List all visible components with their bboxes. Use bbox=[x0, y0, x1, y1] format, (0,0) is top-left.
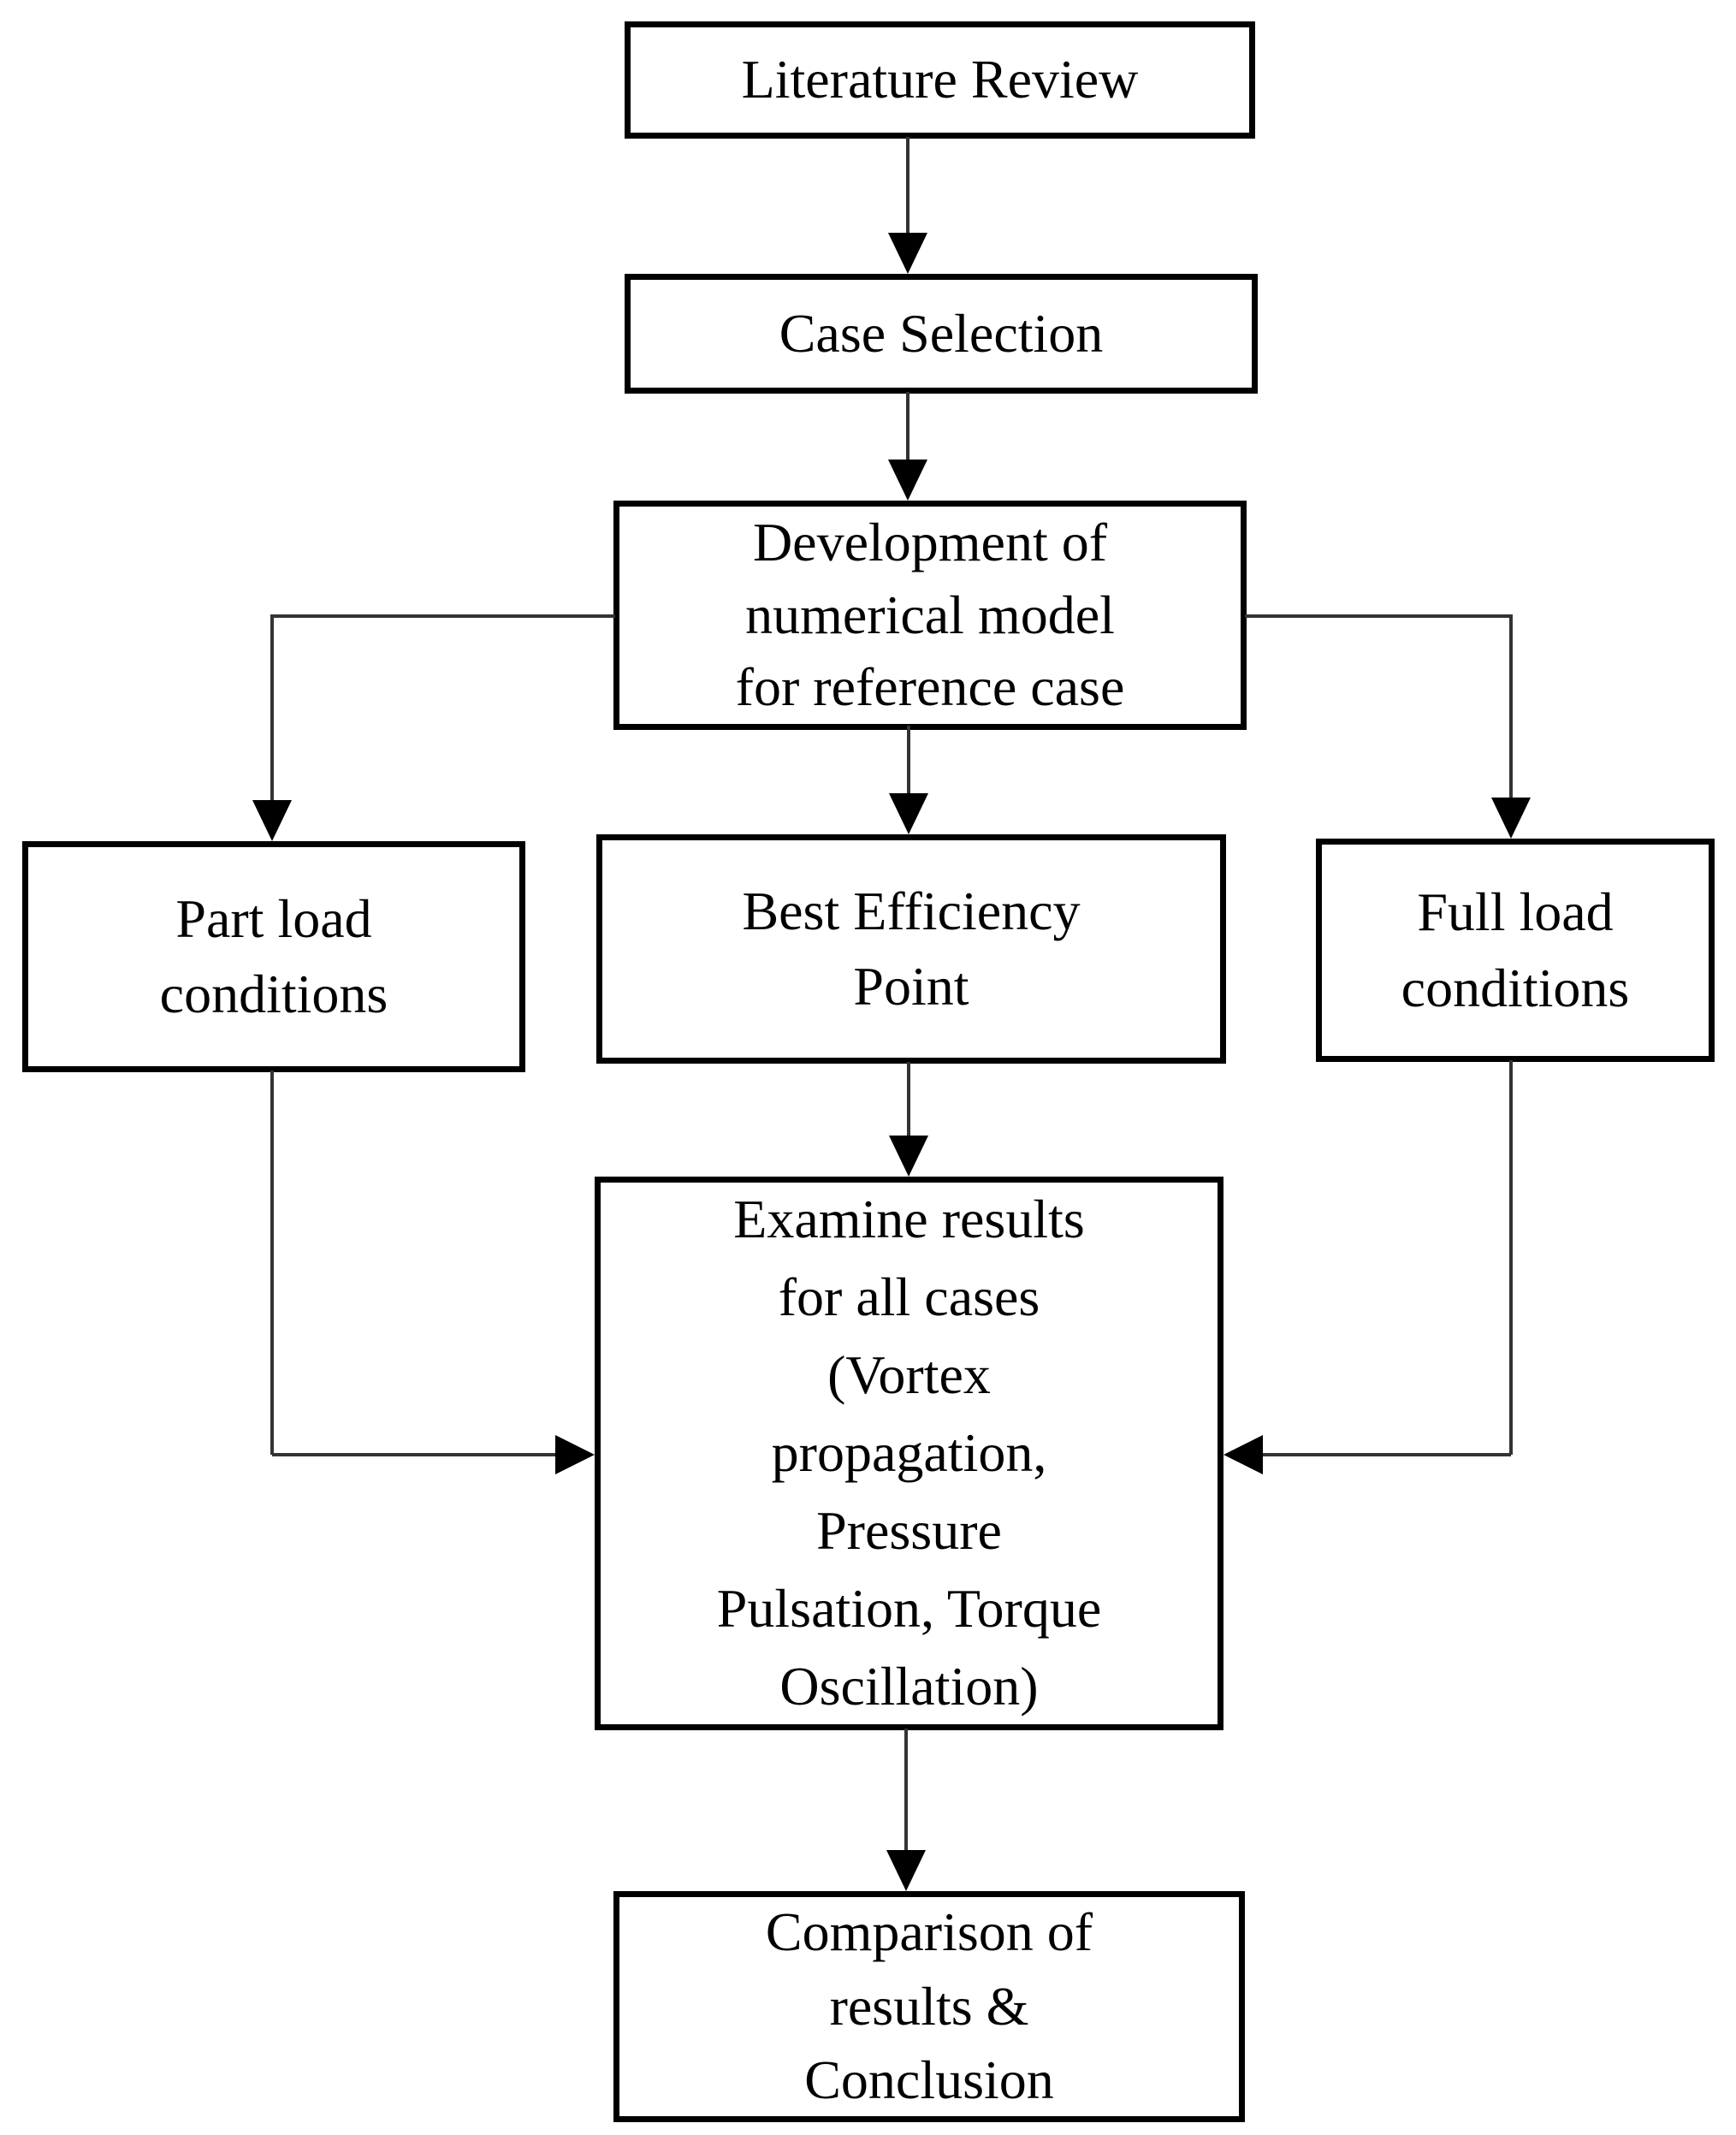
node-development-numerical-model: Development of numerical model for refer… bbox=[613, 501, 1247, 730]
arrowhead-right-icon bbox=[555, 1435, 595, 1474]
connector-bep-to-examine bbox=[907, 1062, 910, 1137]
arrowhead-down-icon bbox=[1491, 798, 1531, 839]
connector-fullload-to-examine-vertical bbox=[1509, 1060, 1513, 1455]
connector-fullload-to-examine-horizontal bbox=[1261, 1453, 1511, 1456]
arrowhead-left-icon bbox=[1223, 1435, 1263, 1474]
connector-development-to-partload-vertical bbox=[270, 614, 274, 802]
arrowhead-down-icon bbox=[886, 1850, 926, 1891]
arrowhead-down-icon bbox=[252, 800, 292, 841]
connector-development-to-partload-horizontal bbox=[272, 614, 615, 618]
arrowhead-down-icon bbox=[889, 1136, 928, 1177]
connector-development-to-fullload-horizontal bbox=[1245, 614, 1513, 618]
connector-partload-to-examine-horizontal bbox=[272, 1453, 557, 1456]
connector-case-to-development bbox=[906, 392, 909, 462]
node-full-load-conditions: Full load conditions bbox=[1316, 839, 1715, 1062]
node-examine-results: Examine results for all cases (Vortex pr… bbox=[595, 1177, 1223, 1730]
arrowhead-down-icon bbox=[889, 793, 928, 834]
connector-literature-to-case bbox=[906, 137, 909, 234]
node-part-load-conditions: Part load conditions bbox=[22, 841, 525, 1072]
node-case-selection: Case Selection bbox=[625, 274, 1258, 394]
connector-development-to-fullload-vertical bbox=[1509, 614, 1513, 799]
node-best-efficiency-point: Best Efficiency Point bbox=[596, 834, 1226, 1064]
connector-development-to-bep bbox=[907, 726, 910, 796]
arrowhead-down-icon bbox=[888, 233, 927, 274]
node-literature-review: Literature Review bbox=[625, 21, 1255, 139]
connector-examine-to-comparison bbox=[904, 1729, 908, 1852]
node-comparison-conclusion: Comparison of results & Conclusion bbox=[613, 1891, 1245, 2122]
connector-partload-to-examine-vertical bbox=[270, 1070, 274, 1455]
arrowhead-down-icon bbox=[888, 460, 927, 501]
